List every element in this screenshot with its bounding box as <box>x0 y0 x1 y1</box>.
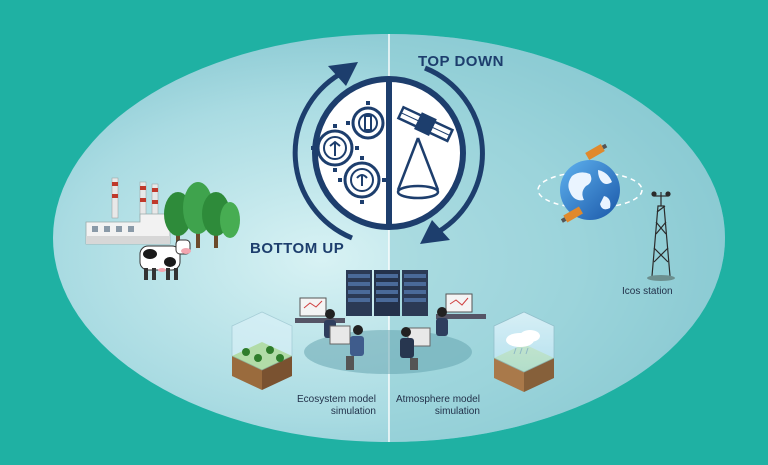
ecosystem-model-line1: Ecosystem model <box>297 394 376 405</box>
central-cycle <box>292 62 485 244</box>
forest-icon <box>164 182 240 248</box>
icos-tower-icon <box>647 191 675 281</box>
satellite-icon <box>396 105 455 200</box>
atmosphere-model-label: Atmosphere model simulation <box>396 394 480 418</box>
top-down-label: TOP DOWN <box>418 53 504 70</box>
bottom-up-arrowhead <box>328 62 358 86</box>
icos-station-label: Icos station <box>622 286 673 297</box>
gears-icon <box>311 101 390 204</box>
globe-satellite-icon <box>537 143 643 223</box>
workstation-icon <box>295 297 364 370</box>
server-rack-icon <box>346 270 428 316</box>
ecosystem-model-label: Ecosystem model simulation <box>297 394 376 418</box>
top-down-arrow <box>424 65 485 235</box>
cow-icon <box>139 239 191 280</box>
bottom-up-label: BOTTOM UP <box>250 240 345 257</box>
atmosphere-model-line2: simulation <box>434 406 480 417</box>
ecosystem-cube-icon <box>231 311 293 390</box>
atmosphere-cube-icon <box>493 311 555 392</box>
atmosphere-model-line1: Atmosphere model <box>396 394 480 405</box>
right-half-tint <box>389 34 725 442</box>
top-down-arrowhead <box>420 220 450 244</box>
ecosystem-model-line2: simulation <box>330 406 376 417</box>
bottom-up-arrow <box>292 71 353 241</box>
workstation-icon <box>400 293 486 370</box>
